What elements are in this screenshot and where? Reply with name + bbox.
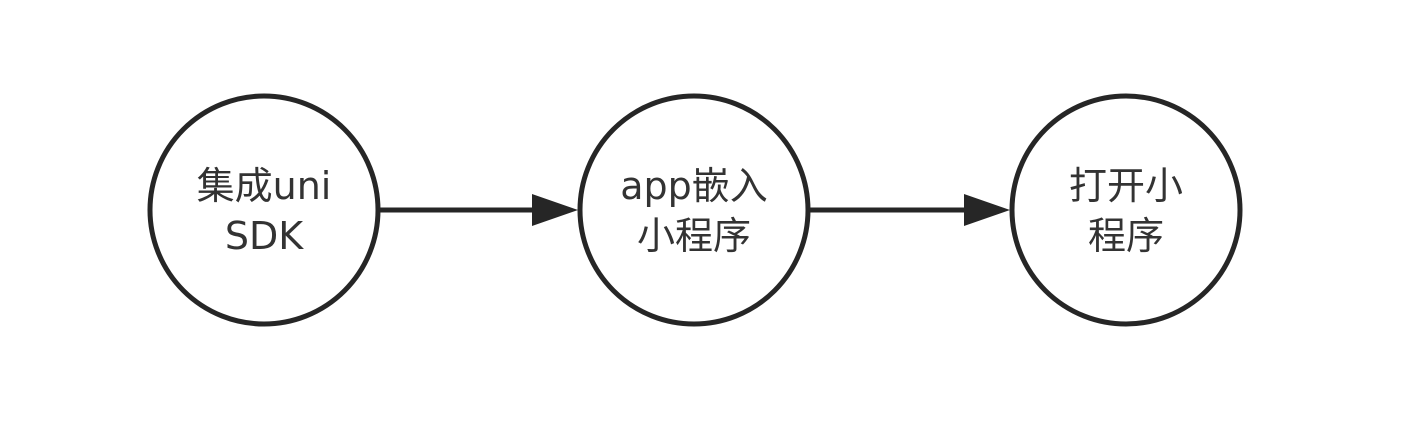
node-label-open-miniprogram: 打开小 程序 xyxy=(1026,161,1226,261)
node-circle-embed-miniprogram xyxy=(577,93,811,327)
node-label-line-2: 小程序 xyxy=(636,214,751,258)
node-label-integrate-sdk: 集成uni SDK xyxy=(164,161,364,261)
node-label-line-1: 集成uni xyxy=(196,164,332,208)
node-circle-integrate-sdk xyxy=(147,93,381,327)
edge-arrowhead-1 xyxy=(532,194,578,226)
node-circle-open-miniprogram xyxy=(1009,93,1243,327)
node-label-line-2: SDK xyxy=(224,214,304,258)
edge-arrowhead-2 xyxy=(964,194,1010,226)
node-label-line-1: app嵌入 xyxy=(620,164,768,208)
node-label-embed-miniprogram: app嵌入 小程序 xyxy=(594,161,794,261)
node-label-line-2: 程序 xyxy=(1087,214,1164,258)
node-label-line-1: 打开小 xyxy=(1068,164,1183,208)
